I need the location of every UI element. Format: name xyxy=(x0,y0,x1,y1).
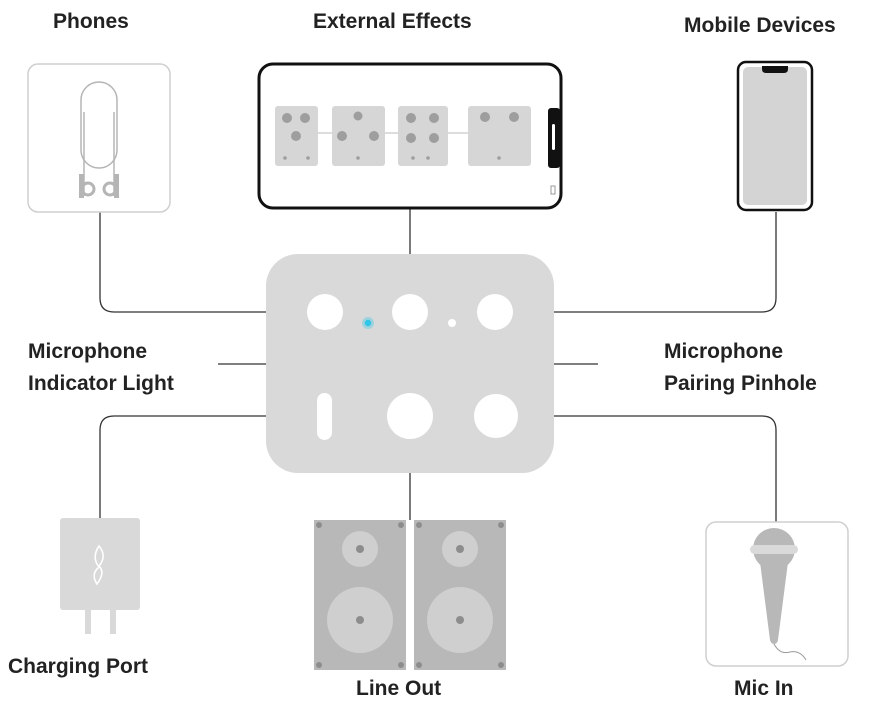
label-charging-port: Charging Port xyxy=(8,655,148,678)
label-mic-indicator-line1: Microphone xyxy=(28,340,147,363)
label-mic-pairing: Microphone Pairing Pinhole xyxy=(664,336,817,400)
label-mic-pairing-line2: Pairing Pinhole xyxy=(664,372,817,395)
effect-pedal-4 xyxy=(468,106,531,166)
phones-connector xyxy=(99,212,308,313)
speaker-right xyxy=(414,520,506,670)
tablet-icon xyxy=(257,62,563,210)
smartphone-icon xyxy=(736,60,814,212)
label-line-out: Line Out xyxy=(356,677,442,700)
mic-in-connector xyxy=(518,415,777,522)
speakers-icon xyxy=(314,520,506,670)
mic-in-jack xyxy=(474,394,518,438)
label-mic-indicator: Microphone Indicator Light xyxy=(28,336,174,400)
label-mobile-devices: Mobile Devices xyxy=(684,14,836,37)
pairing-pinhole xyxy=(448,319,456,327)
indicator-light xyxy=(364,319,372,327)
charging-connector xyxy=(99,415,310,518)
label-phones: Phones xyxy=(53,10,129,33)
charging-slot xyxy=(317,393,332,440)
label-mic-indicator-line2: Indicator Light xyxy=(28,372,174,395)
headphones-icon xyxy=(27,63,171,213)
microphone-icon xyxy=(705,521,849,667)
mobile-jack xyxy=(477,294,513,330)
charger-icon xyxy=(60,518,140,634)
effect-pedal-2 xyxy=(332,106,385,166)
mobile-connector xyxy=(514,212,777,313)
label-mic-in: Mic In xyxy=(734,677,794,700)
label-mic-pairing-line1: Microphone xyxy=(664,340,783,363)
label-external-effects: External Effects xyxy=(313,10,472,33)
phones-jack xyxy=(307,294,343,330)
speaker-left xyxy=(314,520,406,670)
effects-jack xyxy=(392,294,428,330)
effect-pedal-3 xyxy=(398,106,448,166)
audio-interface-device xyxy=(266,254,554,473)
effect-pedal-1 xyxy=(275,106,318,166)
line-out-jack xyxy=(387,393,433,439)
